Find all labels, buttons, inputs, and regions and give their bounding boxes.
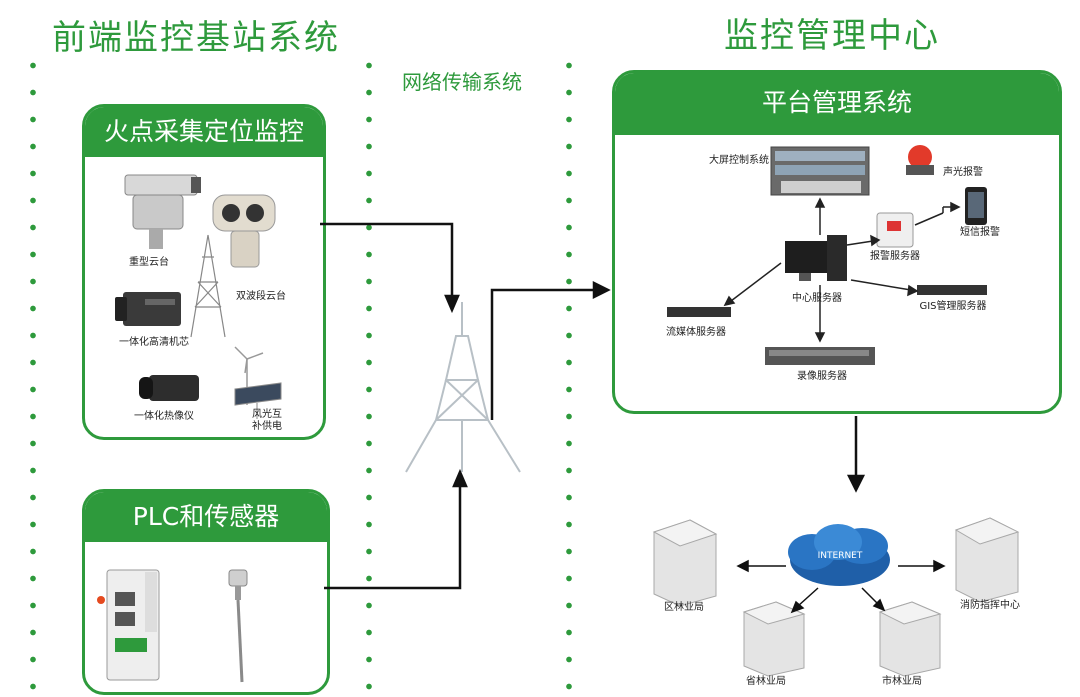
sms-phone-icon xyxy=(965,187,987,225)
central-server-label: 中心服务器 xyxy=(792,293,842,304)
divider-dots-left xyxy=(30,52,36,692)
heavy-ptz-camera-icon xyxy=(124,174,201,249)
platform-panel: 平台管理系统 xyxy=(612,70,1062,414)
city-forestry-label: 市林业局 xyxy=(882,676,922,687)
platform-illustrations xyxy=(667,145,987,365)
central-server-icon xyxy=(785,235,847,281)
fire-command-building-icon xyxy=(954,517,1020,603)
plc-illustrations xyxy=(97,569,248,683)
solar-panel-icon xyxy=(234,382,282,419)
fire-location-panel: 火点采集定位监控 xyxy=(82,104,326,440)
plc-controller-icon xyxy=(97,569,160,681)
sms-alarm-label: 短信报警 xyxy=(960,227,1000,238)
dual-band-ptz-icon xyxy=(212,194,276,268)
district-forestry-label: 区林业局 xyxy=(664,602,704,613)
platform-panel-title: 平台管理系统 xyxy=(615,73,1059,135)
internet-label: INTERNET xyxy=(817,551,863,561)
dual-band-ptz-label: 双波段云台 xyxy=(236,291,286,302)
sound-light-alarm-icon xyxy=(906,145,934,175)
plc-panel-title: PLC和传感器 xyxy=(85,492,327,542)
transmission-tower-icon xyxy=(405,302,521,473)
internet-cloud-icon xyxy=(788,524,890,586)
province-building-icon xyxy=(742,601,806,677)
wind-solar-label-2: 补供电 xyxy=(252,421,282,432)
divider-dots-right xyxy=(566,52,572,692)
thermal-label: 一体化热像仪 xyxy=(134,411,194,422)
plc-panel: PLC和传感器 xyxy=(82,489,330,695)
divider-dots-mid xyxy=(366,52,372,692)
city-building-icon xyxy=(878,601,942,677)
tower-icon xyxy=(190,234,226,338)
thermal-imager-icon xyxy=(139,375,199,401)
record-server-label: 录像服务器 xyxy=(797,371,847,382)
district-building-icon xyxy=(652,519,718,607)
front-station-title: 前端监控基站系统 xyxy=(52,18,340,58)
alarm-server-icon xyxy=(876,212,914,248)
hd-core-label: 一体化高清机芯 xyxy=(119,337,189,348)
record-server-icon xyxy=(765,347,875,365)
heavy-ptz-label: 重型云台 xyxy=(129,257,169,268)
wind-solar-label-1: 风光互 xyxy=(252,409,282,420)
big-screen-wall-icon xyxy=(770,146,870,196)
stream-server-label: 流媒体服务器 xyxy=(666,327,726,338)
alarm-server-label: 报警服务器 xyxy=(870,251,920,262)
fire-device-illustrations xyxy=(115,174,282,419)
gis-server-icon xyxy=(917,285,987,295)
gis-server-label: GIS管理服务器 xyxy=(919,301,987,312)
hd-camera-core-icon xyxy=(115,292,181,326)
network-title: 网络传输系统 xyxy=(402,70,522,94)
stream-server-icon xyxy=(667,307,731,317)
big-screen-label: 大屏控制系统 xyxy=(709,155,769,166)
sound-light-alarm-label: 声光报警 xyxy=(943,167,983,178)
province-forestry-label: 省林业局 xyxy=(746,676,786,687)
center-title: 监控管理中心 xyxy=(724,16,940,56)
sensor-probe-icon xyxy=(228,569,248,683)
fire-command-label: 消防指挥中心 xyxy=(960,600,1020,611)
fire-location-panel-title: 火点采集定位监控 xyxy=(85,107,323,157)
